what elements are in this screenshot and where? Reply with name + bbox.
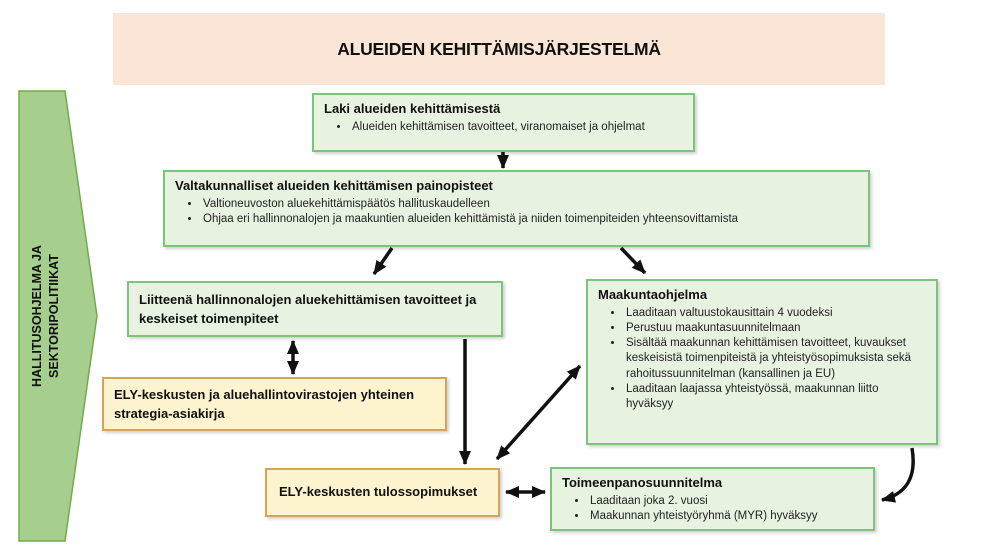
arrow-valtakunnalliset-to-liitteena xyxy=(372,247,394,275)
bullet-item: Laaditaan laajassa yhteistyössä, maakunn… xyxy=(624,382,926,412)
bullet-item: Laaditaan joka 2. vuosi xyxy=(588,494,863,509)
side-arrow-hallitusohjelma: HALLITUSOHJELMA JA SEKTORIPOLITIIKAT xyxy=(18,90,100,542)
box-valtakunnalliset-title: Valtakunnalliset alueiden kehittämisen p… xyxy=(175,178,493,193)
diagram-title: ALUEIDEN KEHITTÄMISJÄRJESTELMÄ xyxy=(337,38,661,59)
box-ely-strategia-title: ELY-keskusten ja aluehallintovirastojen … xyxy=(114,386,415,422)
box-laki-title: Laki alueiden kehittämisestä xyxy=(324,101,501,116)
arrow-maakuntaohjelma-tulossopimukset-bidirectional xyxy=(495,364,582,461)
arrow-maakuntaohjelma-to-toimeenpano-curved xyxy=(881,447,915,503)
box-liitteena: Liitteenä hallinnonalojen aluekehittämis… xyxy=(127,281,503,337)
bullet-item: Perustuu maakuntasuunnitelmaan xyxy=(624,321,926,336)
box-ely-strategia: ELY-keskusten ja aluehallintovirastojen … xyxy=(102,377,447,431)
box-laki: Laki alueiden kehittämisestä Alueiden ke… xyxy=(312,93,695,152)
box-maakuntaohjelma: Maakuntaohjelma Laaditaan valtuustokausi… xyxy=(586,279,938,445)
box-valtakunnalliset-bullets: Valtioneuvoston aluekehittämispäätös hal… xyxy=(175,197,858,227)
box-maakuntaohjelma-bullets: Laaditaan valtuustokausittain 4 vuodeksi… xyxy=(598,306,926,412)
side-arrow-label: HALLITUSOHJELMA JA SEKTORIPOLITIIKAT xyxy=(29,245,63,387)
title-banner: ALUEIDEN KEHITTÄMISJÄRJESTELMÄ xyxy=(113,13,885,85)
box-valtakunnalliset: Valtakunnalliset alueiden kehittämisen p… xyxy=(163,170,870,247)
bullet-item: Valtioneuvoston aluekehittämispäätös hal… xyxy=(201,197,858,212)
pentagon-arrow-shape xyxy=(18,90,98,542)
box-ely-tulossopimukset-title: ELY-keskusten tulossopimukset xyxy=(279,484,478,500)
arrow-valtakunnalliset-to-maakuntaohjelma xyxy=(619,246,647,275)
bullet-item: Laaditaan valtuustokausittain 4 vuodeksi xyxy=(624,306,926,321)
box-liitteena-title: Liitteenä hallinnonalojen aluekehittämis… xyxy=(139,291,477,327)
bullet-item: Maakunnan yhteistyöryhmä (MYR) hyväksyy xyxy=(588,509,863,524)
side-arrow-label-line1: HALLITUSOHJELMA JA xyxy=(30,245,45,387)
side-arrow-label-line2: SEKTORIPOLITIIKAT xyxy=(47,254,61,378)
box-ely-tulossopimukset: ELY-keskusten tulossopimukset xyxy=(265,468,500,517)
bullet-item: Alueiden kehittämisen tavoitteet, virano… xyxy=(350,120,683,135)
box-toimeenpanosuunnitelma-title: Toimeenpanosuunnitelma xyxy=(562,475,723,490)
box-toimeenpanosuunnitelma-bullets: Laaditaan joka 2. vuosiMaakunnan yhteist… xyxy=(562,494,863,524)
box-maakuntaohjelma-title: Maakuntaohjelma xyxy=(598,287,708,302)
bullet-item: Sisältää maakunnan kehittämisen tavoitte… xyxy=(624,336,926,382)
bullet-item: Ohjaa eri hallinnonalojen ja maakuntien … xyxy=(201,212,858,227)
box-laki-bullets: Alueiden kehittämisen tavoitteet, virano… xyxy=(324,120,683,135)
box-toimeenpanosuunnitelma: Toimeenpanosuunnitelma Laaditaan joka 2.… xyxy=(550,467,875,531)
